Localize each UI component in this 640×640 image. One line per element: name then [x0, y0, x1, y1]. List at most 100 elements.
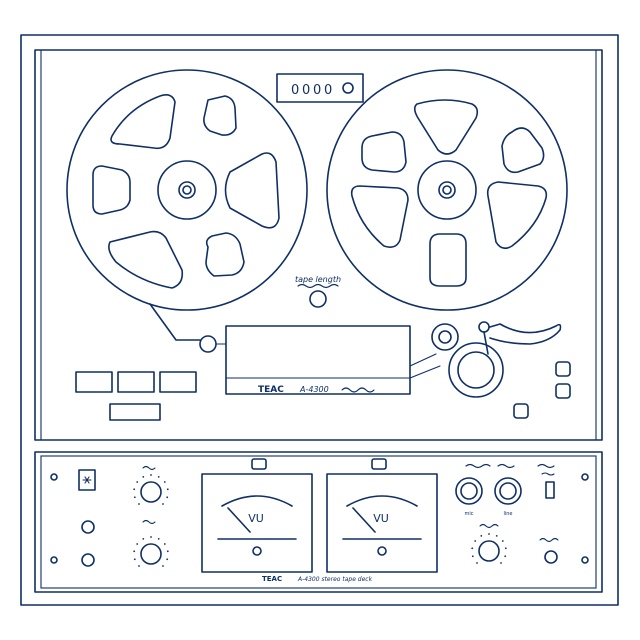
reel-window	[350, 185, 409, 248]
switch-label-squiggle	[541, 472, 555, 476]
jack-label-mic: mic	[464, 511, 473, 517]
right-tension-arm	[489, 323, 562, 345]
counter-digit: 0	[313, 83, 321, 98]
counter-digit: 0	[324, 83, 332, 98]
left-reel-spindle	[178, 181, 196, 199]
knob-label-squiggle	[479, 523, 499, 529]
knob-scale-dot	[471, 555, 474, 558]
knob-scale-dot	[150, 536, 152, 538]
head-cover-outline	[225, 325, 411, 395]
amplifier-panel	[34, 451, 603, 593]
balance-knob-cap	[478, 540, 500, 562]
knob-scale-dot	[157, 538, 160, 540]
knob-scale-dot	[136, 481, 139, 483]
input-jack-left[interactable]	[455, 477, 483, 505]
switch-label-squiggle	[537, 463, 555, 469]
input-level-knob-cap	[140, 481, 162, 503]
jack-label-line: line	[503, 511, 512, 517]
left-reel[interactable]	[66, 69, 308, 311]
line-input-jacks[interactable]: mic line	[455, 463, 522, 518]
vu-label: VU	[248, 512, 264, 525]
reel-window	[224, 152, 280, 229]
knob-scale-dot	[138, 565, 140, 567]
vu-label: VU	[373, 512, 389, 525]
vu-meter-left: VU	[201, 458, 313, 573]
rewind-button[interactable]	[75, 371, 113, 393]
fast-forward-button[interactable]	[159, 371, 197, 393]
stop-button[interactable]	[109, 403, 161, 421]
pinch-roller	[431, 323, 459, 351]
monitor-label-squiggle	[539, 537, 559, 543]
reel-window	[486, 181, 548, 250]
knob-scale-dot	[133, 488, 136, 491]
knob-scale-dot	[166, 496, 169, 499]
counter-housing	[276, 73, 364, 103]
amplifier-panel-inner	[40, 455, 597, 589]
right-reel-flange	[326, 69, 568, 311]
tape-counter[interactable]: 0 0 0 0	[276, 73, 364, 103]
knob-scale-dot	[504, 547, 507, 550]
knob-scale-dot	[150, 474, 152, 476]
tape-length-knob[interactable]	[309, 290, 327, 308]
capstan-assembly	[409, 321, 562, 398]
transport-panel	[34, 49, 603, 441]
mic-jack[interactable]	[81, 553, 95, 567]
deck-model-script: A-4300	[299, 385, 329, 394]
right-reel-spindle-center	[442, 185, 452, 195]
left-tension-arm	[149, 303, 201, 341]
reel-window	[501, 127, 545, 174]
output-level-knob-cap	[140, 543, 162, 565]
tape-path	[409, 365, 441, 379]
knob-scale-dot	[162, 565, 164, 567]
headphone-jack[interactable]	[81, 520, 95, 534]
input-jack-right[interactable]	[494, 477, 522, 505]
tape-path	[483, 331, 489, 355]
knob-scale-dot	[133, 550, 136, 553]
knob-scale-dot	[138, 503, 140, 505]
jack-label-squiggle	[465, 463, 515, 469]
knob-scale-dot	[166, 550, 169, 553]
reel-window	[110, 94, 176, 150]
record-button[interactable]	[555, 361, 571, 377]
panel-model-text: A-4300 stereo tape deck	[297, 576, 373, 583]
knob-scale-dot	[136, 543, 139, 545]
meter-zero-adjust[interactable]	[252, 546, 262, 556]
knob-scale-dot	[133, 496, 136, 499]
transport-controls	[75, 371, 197, 421]
knob-scale-dot	[142, 476, 145, 478]
reel-window	[203, 95, 237, 136]
pause-button[interactable]	[555, 383, 571, 399]
output-level-knob[interactable]	[133, 519, 169, 567]
knob-scale-dot	[480, 535, 483, 537]
monitor-jack[interactable]	[544, 550, 558, 564]
meter-zero-adjust[interactable]	[377, 546, 387, 556]
knob-scale-dot	[142, 538, 145, 540]
capstan-flywheel-inner	[457, 351, 495, 389]
counter-reset-button[interactable]	[342, 82, 354, 94]
knob-scale-dot	[471, 547, 474, 550]
knob-scale	[133, 474, 169, 505]
panel-screw	[581, 473, 589, 481]
balance-knob[interactable]	[471, 523, 507, 564]
meter-lamp	[251, 458, 267, 470]
left-reel-flange	[66, 69, 308, 311]
knob-scale-dot	[495, 535, 498, 537]
panel-screw	[50, 473, 58, 481]
knob-scale	[471, 533, 507, 564]
knob-scale-dot	[163, 543, 166, 545]
input-level-knob[interactable]	[133, 465, 169, 505]
power-button[interactable]	[513, 403, 529, 419]
left-reel-hub	[157, 160, 217, 220]
reel-window	[205, 232, 245, 277]
play-button[interactable]	[117, 371, 155, 393]
right-tape-guide	[478, 321, 490, 333]
tape-length-selector[interactable]: tape length	[295, 275, 341, 308]
knob-label-squiggle	[142, 465, 156, 471]
knob-scale-dot	[157, 476, 160, 478]
input-jack-right-inner	[499, 482, 517, 500]
power-switch[interactable]	[78, 469, 96, 491]
mode-toggle-switch[interactable]	[545, 481, 555, 499]
right-reel[interactable]	[326, 69, 568, 311]
